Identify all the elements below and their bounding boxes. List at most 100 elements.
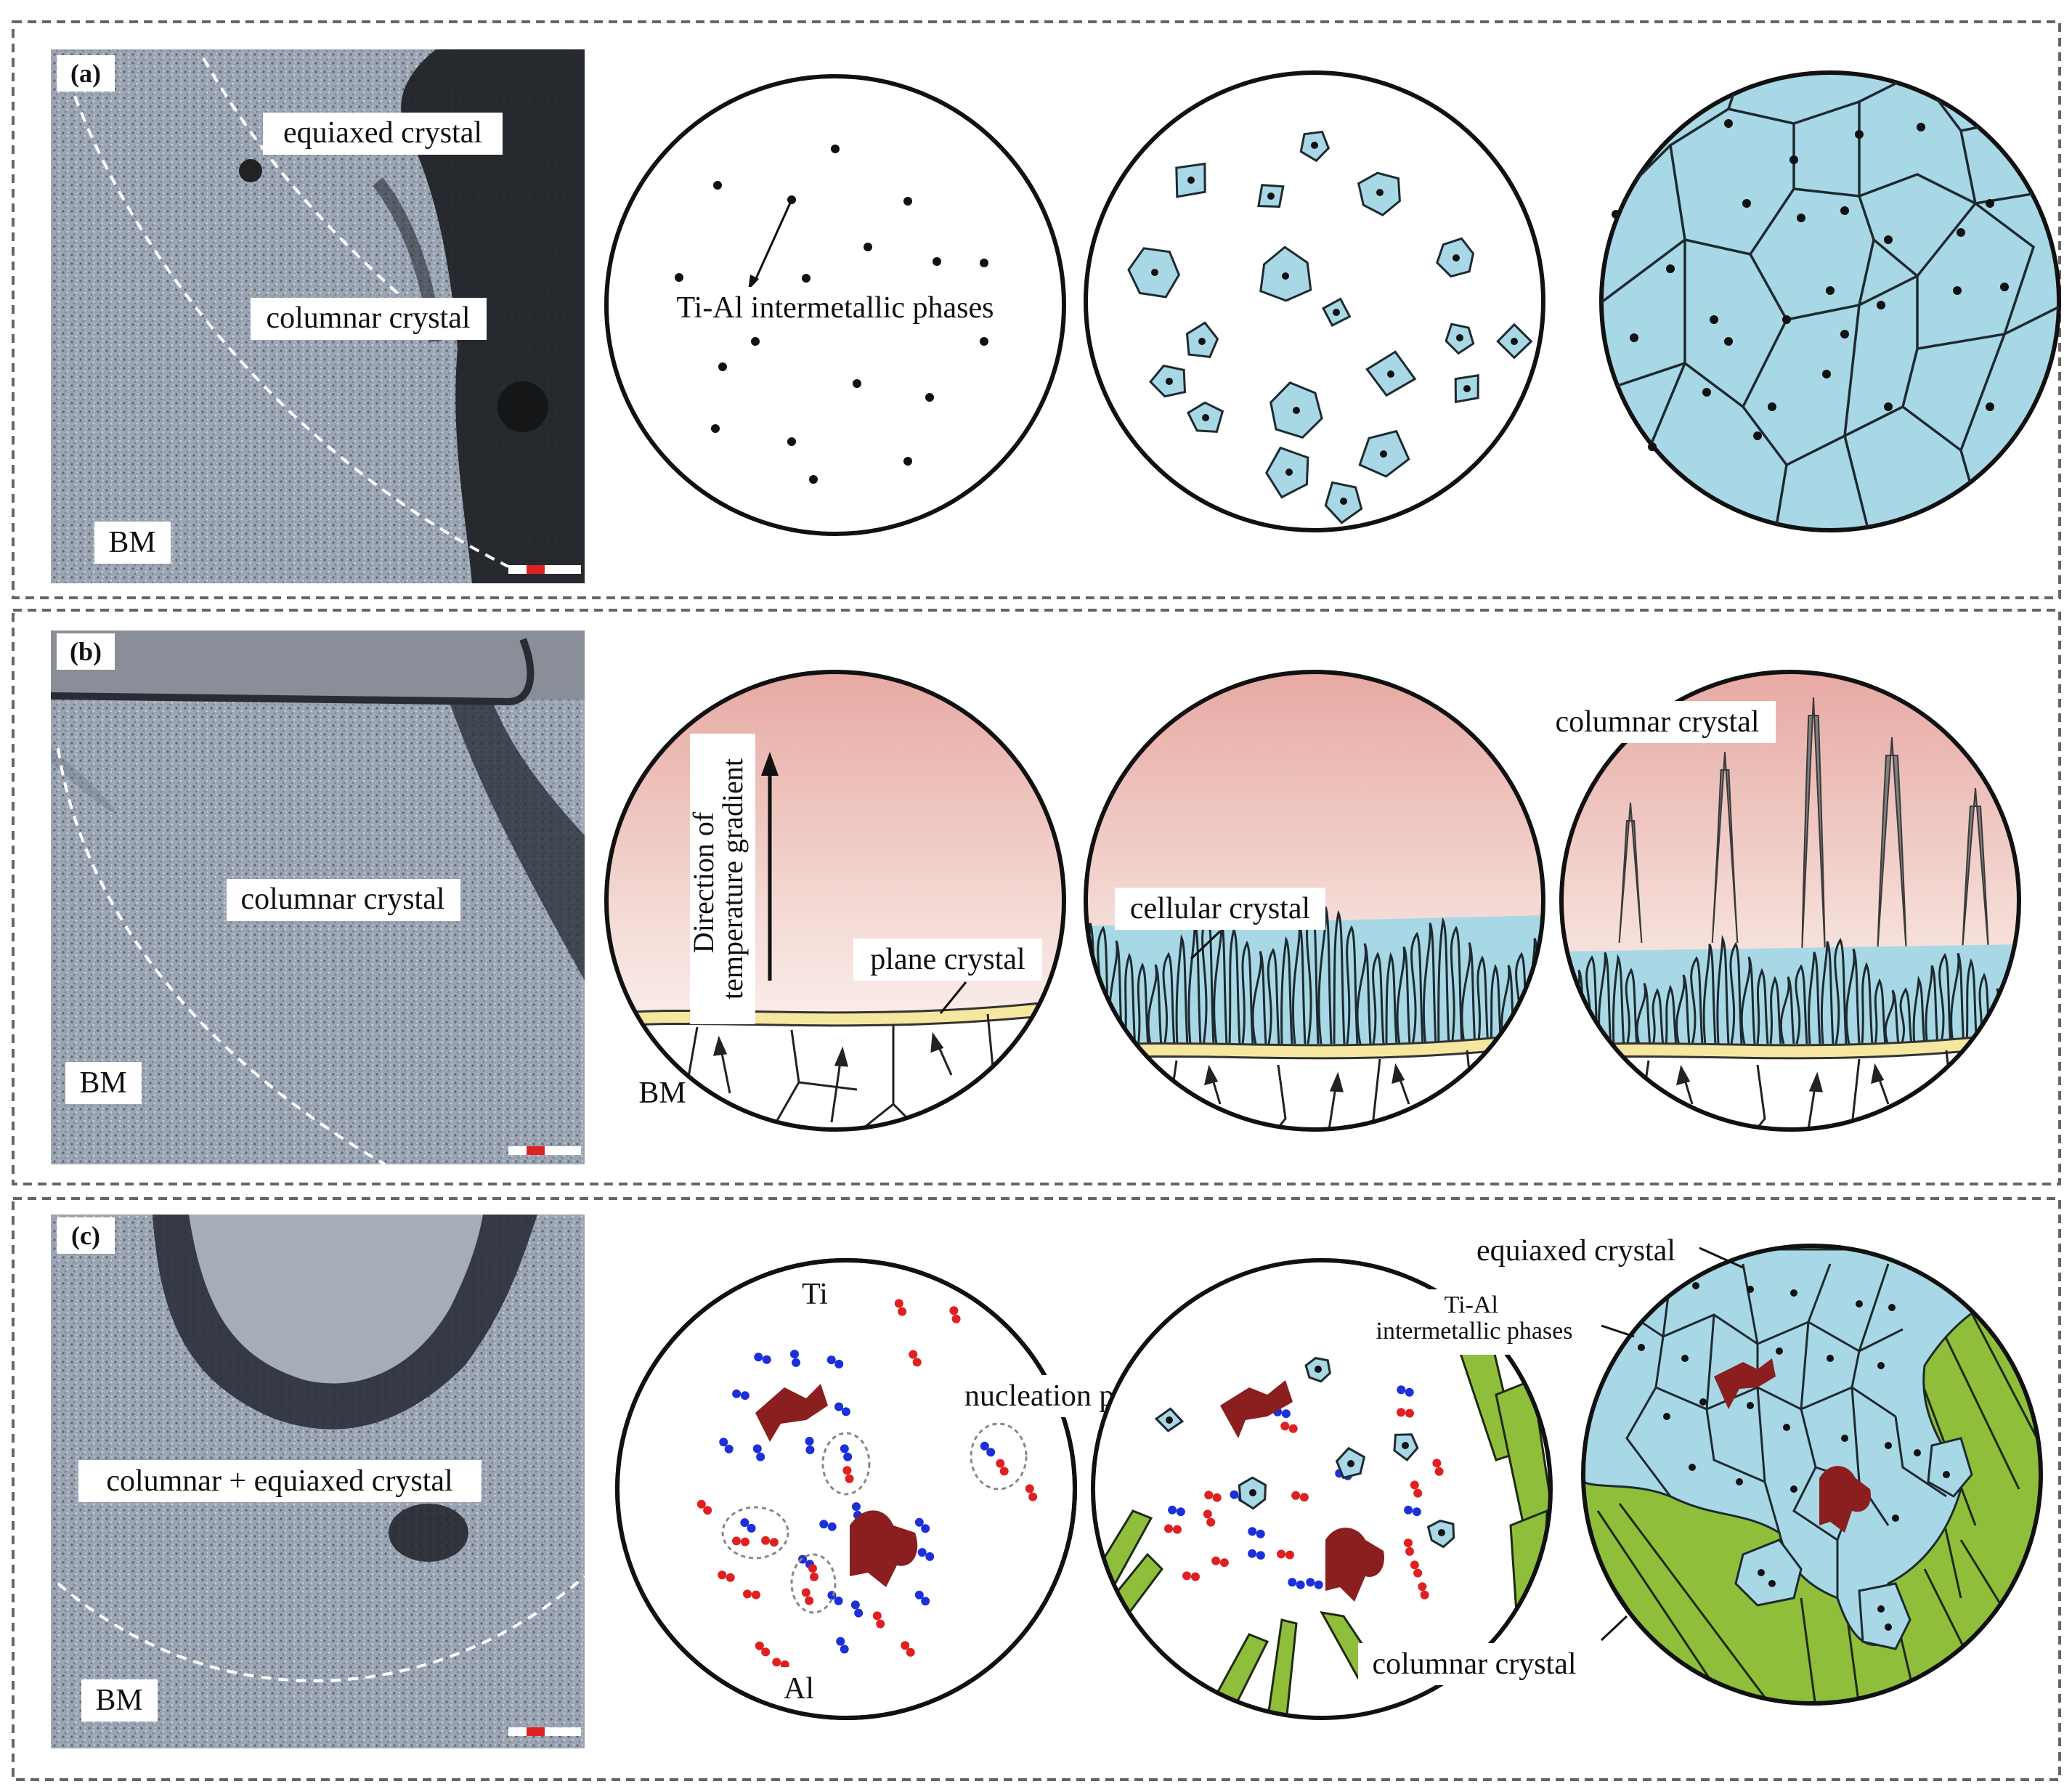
- nucleus-dot: [1202, 414, 1209, 421]
- panel-b-columnar-label: columnar crystal: [240, 883, 444, 916]
- ti-atom: [1410, 1560, 1419, 1570]
- panel-a-equiaxed-label: equiaxed crystal: [283, 116, 482, 150]
- nucleus-dot: [1892, 1515, 1899, 1522]
- cell-wall: [1267, 947, 1280, 1045]
- cell-wall: [1356, 943, 1372, 1045]
- al-atom: [850, 1600, 860, 1610]
- cell-wall: [1808, 952, 1821, 1045]
- ti-atom: [1405, 1408, 1414, 1418]
- panel-c-tag-bg: [57, 1217, 115, 1254]
- ti-atom: [1203, 1509, 1212, 1519]
- al-atom: [1248, 1527, 1257, 1536]
- ti-atom: [1285, 1550, 1294, 1560]
- nucleus-dot: [1768, 402, 1776, 411]
- cell-wall: [1241, 940, 1254, 1045]
- al-atom: [834, 1402, 844, 1411]
- cell-wall: [1899, 986, 1913, 1046]
- nucleus-dot: [1340, 498, 1347, 505]
- cell-wall: [1228, 927, 1241, 1045]
- al-atom: [843, 1452, 853, 1461]
- panel-b-bm-label-bg: [65, 1062, 142, 1104]
- ti-atom: [906, 1647, 915, 1657]
- cell-wall: [1795, 964, 1808, 1045]
- nucleus-dot: [853, 379, 861, 388]
- al-atom: [921, 1597, 930, 1606]
- al-atom: [1404, 1505, 1413, 1515]
- ti-atom: [1280, 1422, 1290, 1431]
- nucleus-dot: [1840, 206, 1849, 215]
- panel-a-bm-label-bg: [94, 522, 171, 564]
- nucleus-dot: [1724, 119, 1733, 128]
- ti-atom: [1206, 1517, 1216, 1527]
- cell-wall: [1625, 968, 1638, 1047]
- nucleus-dot: [1789, 155, 1798, 164]
- al-atom: [732, 1389, 742, 1398]
- nucleus-dot: [1699, 1398, 1707, 1406]
- al-atom: [917, 1548, 927, 1557]
- nucleus-dot: [1753, 431, 1762, 440]
- dendrite: [1877, 737, 1907, 949]
- cell-wall: [1950, 952, 1965, 1048]
- nucleus-dot: [1463, 385, 1471, 392]
- ti-atom: [1277, 1549, 1286, 1559]
- ti-atom: [872, 1611, 882, 1621]
- panel-c-frame: [12, 1197, 2061, 1781]
- al-atom: [980, 1441, 989, 1451]
- al-atom: [854, 1608, 864, 1618]
- equiaxed-crystal-label: equiaxed crystal: [1476, 1234, 1675, 1268]
- cell-wall: [1333, 909, 1346, 1045]
- nucleus-dot: [1943, 1471, 1950, 1478]
- nucleus-dot: [711, 424, 720, 433]
- nucleus-dot: [933, 257, 941, 266]
- cell-wall: [1834, 938, 1848, 1045]
- cell-wall: [1665, 984, 1678, 1046]
- panel-c-mixed-label-bg: [78, 1460, 482, 1502]
- cell-wall: [1541, 921, 1543, 1050]
- cell-wall: [1965, 958, 1978, 1048]
- al-atom: [805, 1445, 815, 1454]
- ti-atom: [1410, 1480, 1419, 1490]
- al-atom: [1256, 1551, 1265, 1560]
- nucleus-dot: [1438, 1529, 1445, 1536]
- panel-b-circle-3: columnar crystal: [1540, 670, 2021, 1132]
- al-atom: [1405, 1387, 1414, 1397]
- isolated-grain: [1734, 1538, 1803, 1607]
- nucleus-dot: [1742, 199, 1751, 208]
- nucleus-dot: [1856, 1300, 1863, 1307]
- al-atom: [834, 1359, 844, 1369]
- nucleus-dot: [864, 243, 872, 251]
- panel-b-circle-1: Direction of temperature gradient plane …: [604, 670, 1066, 1132]
- nucleus-dot: [1612, 210, 1620, 219]
- cell-wall: [1636, 982, 1651, 1047]
- cell-wall: [1729, 941, 1743, 1045]
- al-atom: [841, 1407, 850, 1416]
- panel-a-frame: [12, 20, 2061, 599]
- nucleus-dot: [675, 273, 683, 282]
- columnar-crystal-label: columnar crystal: [1555, 705, 1759, 739]
- al-atom: [762, 1355, 771, 1364]
- ti-atom: [901, 1641, 910, 1650]
- nucleus-dot: [1747, 1402, 1754, 1409]
- nucleus-dot: [925, 393, 934, 402]
- cell-wall: [1716, 934, 1730, 1045]
- nucleus-dot: [1630, 333, 1638, 342]
- al-atom: [819, 1520, 829, 1529]
- ti-atom: [761, 1647, 771, 1657]
- cell-wall: [1410, 931, 1424, 1046]
- ti-atom: [909, 1350, 918, 1359]
- cell-wall: [1702, 944, 1717, 1045]
- cell-wall: [1385, 952, 1398, 1045]
- tial-phase-blob: [850, 1510, 918, 1587]
- nucleus-dot: [1666, 264, 1675, 273]
- ti-atom: [912, 1358, 922, 1367]
- al-atom: [789, 1350, 799, 1359]
- isolated-grain: [1927, 1437, 1973, 1498]
- cell-wall: [1450, 925, 1463, 1047]
- grain-nuclei: [1612, 119, 2009, 451]
- ti-atom: [1219, 1558, 1229, 1568]
- panel-a-circle-1: Ti-Al intermetallic phases: [604, 74, 1066, 536]
- al-atom: [747, 1523, 756, 1533]
- nucleus-dot: [980, 337, 988, 346]
- al-atom: [805, 1437, 814, 1446]
- nucleus-dot: [1333, 309, 1340, 316]
